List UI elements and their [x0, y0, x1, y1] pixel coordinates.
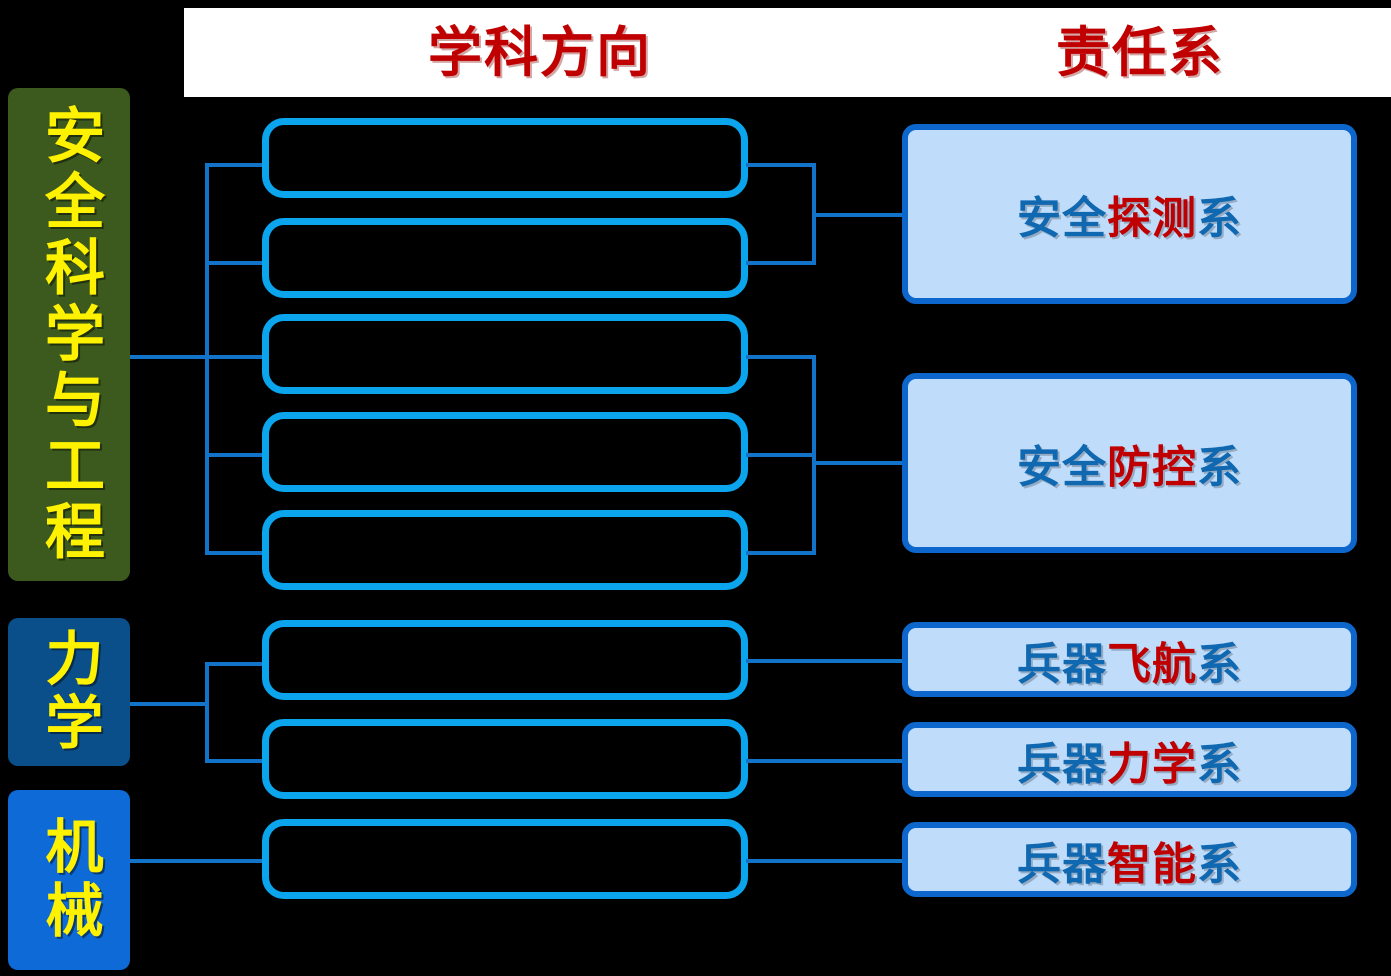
department-label-segment: 兵器: [1017, 638, 1107, 690]
department-label: 兵器智能系: [1017, 828, 1242, 892]
category-box-machinery[interactable]: 机械: [8, 790, 130, 970]
column-header-discipline: 学科方向: [428, 21, 652, 84]
connector-merge-trunk-b: [812, 355, 816, 555]
direction-box-6[interactable]: [262, 620, 748, 700]
direction-box-4[interactable]: [262, 412, 748, 492]
connector-merge-dir5: [746, 551, 816, 555]
connector-to-department-1: [812, 213, 906, 217]
department-box-weapon-flight[interactable]: 兵器飞航系: [902, 622, 1357, 697]
connector-branch-dir4: [205, 453, 267, 457]
connector-to-department-2: [812, 461, 906, 465]
department-label-segment: 兵器: [1017, 738, 1107, 790]
direction-box-1[interactable]: [262, 118, 748, 198]
department-label-segment: 系: [1197, 738, 1242, 790]
department-box-weapon-mechanics[interactable]: 兵器力学系: [902, 722, 1357, 797]
department-label-segment: 探测: [1107, 193, 1197, 244]
connector-to-department-4: [746, 759, 906, 763]
department-label-segment: 系: [1197, 638, 1242, 690]
department-box-safety-detection[interactable]: 安全探测系: [902, 124, 1357, 304]
department-label-segment: 兵器: [1017, 838, 1107, 890]
connector-branch-dir5: [205, 551, 267, 555]
direction-box-3[interactable]: [262, 314, 748, 394]
department-label-segment: 安全: [1017, 442, 1107, 493]
column-header-department: 责任系: [1056, 21, 1224, 84]
connector-left-stem-mechanics: [130, 702, 208, 706]
direction-box-5[interactable]: [262, 510, 748, 590]
connector-left-trunk-mechanics: [205, 662, 209, 762]
department-label: 安全探测系: [1017, 182, 1242, 246]
connector-to-department-5: [746, 859, 906, 863]
department-label: 兵器力学系: [1017, 728, 1242, 792]
connector-branch-dir1: [205, 163, 267, 167]
department-label: 兵器飞航系: [1017, 628, 1242, 692]
department-label-segment: 系: [1197, 193, 1242, 244]
connector-to-department-3: [746, 659, 906, 663]
connector-left-stem-safety: [130, 355, 208, 359]
department-box-weapon-intelligence[interactable]: 兵器智能系: [902, 822, 1357, 897]
direction-box-7[interactable]: [262, 719, 748, 799]
category-label: 机械: [35, 816, 104, 944]
header-bar: [184, 8, 1391, 97]
department-label-segment: 系: [1197, 442, 1242, 493]
connector-merge-dir2: [746, 261, 816, 265]
department-label-segment: 力学: [1107, 738, 1197, 790]
connector-merge-dir1: [746, 163, 816, 167]
connector-merge-dir3: [746, 355, 816, 359]
connector-branch-dir3: [205, 355, 267, 359]
direction-box-2[interactable]: [262, 218, 748, 298]
category-label: 力学: [35, 628, 104, 756]
category-label: 安全科学与工程: [34, 103, 105, 566]
department-label-segment: 智能: [1107, 838, 1197, 890]
category-box-safety-science-engineering[interactable]: 安全科学与工程: [8, 88, 130, 581]
connector-branch-dir6: [205, 662, 267, 666]
department-label-segment: 系: [1197, 838, 1242, 890]
department-label-segment: 防控: [1107, 442, 1197, 493]
department-label-segment: 安全: [1017, 193, 1107, 244]
connector-branch-dir2: [205, 261, 267, 265]
department-label-segment: 飞航: [1107, 638, 1197, 690]
department-box-safety-prevention-control[interactable]: 安全防控系: [902, 373, 1357, 553]
connector-merge-dir4: [746, 453, 816, 457]
department-label: 安全防控系: [1017, 431, 1242, 495]
category-box-mechanics[interactable]: 力学: [8, 618, 130, 766]
connector-left-stem-machinery: [130, 859, 267, 863]
connector-branch-dir7: [205, 759, 267, 763]
direction-box-8[interactable]: [262, 819, 748, 899]
